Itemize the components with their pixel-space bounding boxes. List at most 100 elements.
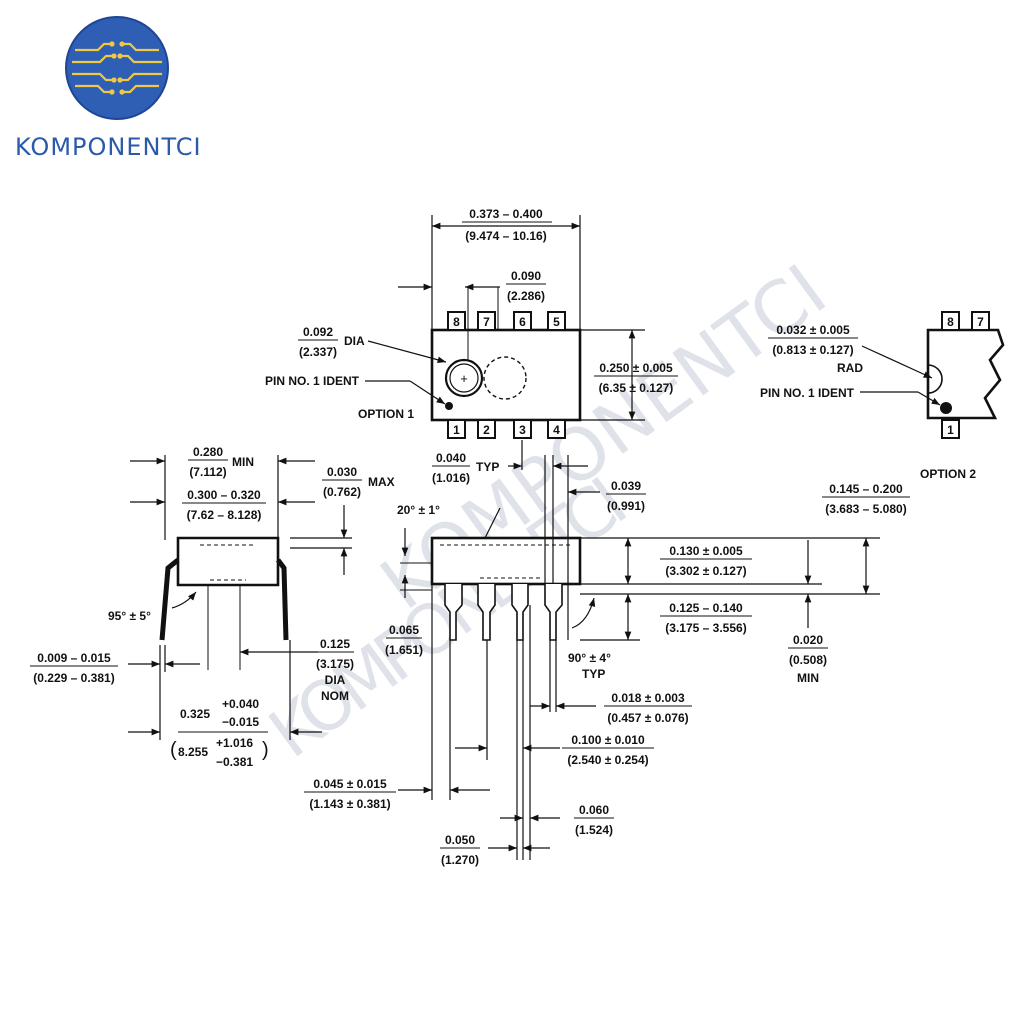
option2-pins: 8 7 1	[941, 311, 990, 439]
lead-span-tol-minus-in: −0.015	[222, 715, 259, 729]
side-leads	[444, 584, 563, 641]
stand-off-mm: (1.651)	[385, 643, 423, 657]
min-span-suffix: MIN	[232, 455, 254, 469]
end-view-labels: 0.280 (7.112) MIN 0.300 – 0.320 (7.62 – …	[30, 445, 395, 769]
lead-span-tol-minus-mm: −0.381	[216, 755, 253, 769]
dia-nom-suffix1: DIA	[325, 673, 346, 687]
pitch-mm: (2.540 ± 0.254)	[567, 753, 648, 767]
hole-dia-in: 0.092	[303, 325, 333, 339]
lead-length-mm: (3.175 – 3.556)	[665, 621, 746, 635]
body-thickness-mm: (3.302 ± 0.127)	[665, 564, 746, 578]
lead-shoulder-mm: (1.524)	[575, 823, 613, 837]
option2-rad-in: 0.032 ± 0.005	[776, 323, 850, 337]
pin-number: 8	[947, 315, 954, 329]
top-view	[365, 215, 645, 470]
dim-pitch-in: 0.090	[511, 269, 541, 283]
row-span-mm: (7.62 – 8.128)	[187, 508, 262, 522]
pin-box: 7	[971, 311, 990, 331]
max-height-in: 0.145 – 0.200	[829, 482, 903, 496]
top-view-body	[430, 328, 582, 422]
option2-rad-suffix: RAD	[837, 361, 863, 375]
pin-number: 3	[519, 423, 526, 437]
pin-box: 1	[941, 419, 960, 439]
option1-label: OPTION 1	[358, 407, 414, 421]
lead-thickness-mm: (0.229 – 0.381)	[33, 671, 114, 685]
dia-nom-suffix2: NOM	[321, 689, 349, 703]
row-span-in: 0.300 – 0.320	[187, 488, 261, 502]
end-lead-in: 0.045 ± 0.015	[313, 777, 387, 791]
dim-width-in: 0.373 – 0.400	[469, 207, 543, 221]
lead-span-in: 0.325	[180, 707, 210, 721]
pitch-in: 0.100 ± 0.010	[571, 733, 645, 747]
pin-box: 7	[477, 311, 496, 331]
side-view-labels: 0.039 (0.991) 20° ± 1° 0.065 (1.651) 0.1…	[304, 479, 910, 867]
seating-min-mm: (0.508)	[789, 653, 827, 667]
lead-shoulder-in: 0.060	[579, 803, 609, 817]
pin-box: 4	[547, 419, 566, 439]
circuit-globe-icon	[65, 16, 169, 120]
lead-span-tol-plus-mm: +1.016	[216, 736, 253, 750]
seating-min-in: 0.020	[793, 633, 823, 647]
seating-min-suffix: MIN	[797, 671, 819, 685]
pin-number: 6	[519, 315, 526, 329]
body-height-in: 0.250 ± 0.005	[599, 361, 673, 375]
dim-pitch-mm: (2.286)	[507, 289, 545, 303]
end-lead-mm: (1.143 ± 0.381)	[309, 797, 390, 811]
side-lead-angle-suffix: TYP	[582, 667, 605, 681]
pin-box: 8	[447, 311, 466, 331]
dim-width-mm: (9.474 – 10.16)	[465, 229, 546, 243]
min-span-in: 0.280	[193, 445, 223, 459]
option2-pin1-dot-icon	[940, 402, 952, 414]
lead-tip-mm: (1.270)	[441, 853, 479, 867]
hole-dia-mm: (2.337)	[299, 345, 337, 359]
option2-label: OPTION 2	[920, 467, 976, 481]
dia-nom-mm: (3.175)	[316, 657, 354, 671]
option2-labels: 0.032 ± 0.005 (0.813 ± 0.127) RAD PIN NO…	[760, 323, 976, 481]
lead-span-paren-close: )	[262, 739, 269, 761]
min-span-mm: (7.112)	[189, 465, 226, 479]
side-view	[398, 455, 880, 860]
pin-number: 5	[553, 315, 560, 329]
side-view-body	[430, 536, 582, 586]
pin1-hole-icon	[444, 358, 484, 398]
pin-number: 4	[553, 423, 560, 437]
body-height-mm: (6.35 ± 0.127)	[599, 381, 674, 395]
option2-pin1-ident: PIN NO. 1 IDENT	[760, 386, 855, 400]
pin1-dot-icon	[445, 402, 453, 410]
option2-view	[860, 328, 1005, 420]
end-lead-angle: 95° ± 5°	[108, 609, 151, 623]
shoulder-in: 0.039	[611, 479, 641, 493]
max-height-mm: (3.683 – 5.080)	[825, 502, 906, 516]
pin-box: 1	[447, 419, 466, 439]
pin-box: 8	[941, 311, 960, 331]
lead-span-mm: 8.255	[178, 745, 208, 759]
lead-length-in: 0.125 – 0.140	[669, 601, 743, 615]
body-thickness-in: 0.130 ± 0.005	[669, 544, 743, 558]
max-offset-suffix: MAX	[368, 475, 395, 489]
lead-width-in: 0.018 ± 0.003	[611, 691, 685, 705]
pin-width-in: 0.040	[436, 451, 466, 465]
dia-nom-in: 0.125	[320, 637, 350, 651]
stand-off-in: 0.065	[389, 623, 419, 637]
end-view	[128, 455, 352, 740]
option2-rad-mm: (0.813 ± 0.127)	[772, 343, 853, 357]
pin-width-suffix: TYP	[476, 460, 499, 474]
lead-span-tol-plus-in: +0.040	[222, 697, 259, 711]
tilt-angle: 20° ± 1°	[397, 503, 440, 517]
shoulder-mm: (0.991)	[607, 499, 645, 513]
lead-span-paren-open: (	[170, 739, 177, 761]
pin1-ident-label: PIN NO. 1 IDENT	[265, 374, 360, 388]
side-lead-angle: 90° ± 4°	[568, 651, 611, 665]
top-pins: 8 7 6 5 1 2 3 4	[447, 311, 566, 439]
pin-number: 1	[453, 423, 460, 437]
pin-number: 8	[453, 315, 460, 329]
pin-box: 3	[513, 419, 532, 439]
pin-box: 5	[547, 311, 566, 331]
plus-mark: +	[460, 371, 468, 386]
end-view-body	[176, 536, 280, 587]
top-view-labels: 0.373 – 0.400 (9.474 – 10.16) 0.090 (2.2…	[265, 207, 678, 485]
lead-tip-in: 0.050	[445, 833, 475, 847]
pin-box: 2	[477, 419, 496, 439]
pin-width-mm: (1.016)	[432, 471, 470, 485]
